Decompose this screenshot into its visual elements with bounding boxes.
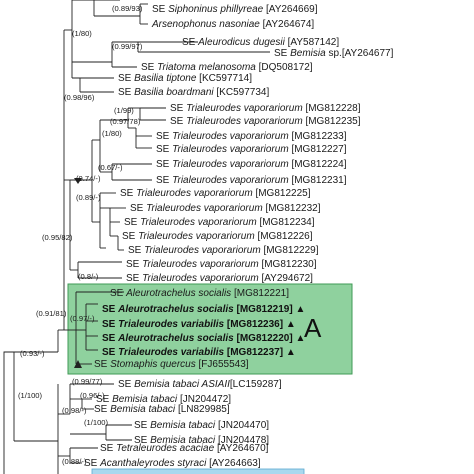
taxon-label-highlighted: SE Trialeurodes variabilis [MG812237] ▲: [102, 347, 296, 358]
taxon-label: SE Trialeurodes vaporariorum [MG812228]: [170, 103, 361, 114]
support-value: (1/100): [84, 418, 109, 427]
taxon-label-highlighted: SE Aleurotrachelus socialis [MG812220] ▲: [102, 333, 305, 344]
triangle-marker-icon: ▲: [295, 333, 305, 344]
support-value: (0.97/-): [70, 314, 95, 323]
next-clade-highlight: [91, 468, 305, 474]
taxon-label: SE Trialeurodes vaporariorum [AY294672]: [126, 273, 313, 284]
taxon-label: SE Tetraleurodes acaciae [AY264670]: [100, 443, 269, 454]
taxon-label: SE Basilia tiptone [KC597714]: [118, 73, 252, 84]
taxon-label: SE Bemisia tabaci [JN204472]: [96, 394, 231, 405]
taxon-label: SE Stomaphis quercus [FJ655543]: [94, 359, 249, 370]
taxon-label: SE Trialeurodes vaporariorum [MG812224]: [156, 159, 347, 170]
taxon-label: SE Acanthaleyrodes styraci [AY264663]: [84, 458, 261, 469]
tree-branches: [3, 0, 270, 474]
support-value: (1/100): [18, 391, 43, 400]
support-value: (0.74/-): [76, 174, 101, 183]
taxon-label: SE Trialeurodes vaporariorum [MG812235]: [170, 116, 361, 127]
taxon-label: SE Trialeurodes vaporariorum [MG812233]: [156, 131, 347, 142]
taxon-label-highlighted: SE Trialeurodes variabilis [MG812236] ▲: [102, 319, 296, 330]
support-value: (1/99): [114, 106, 134, 115]
support-values: (0.89/93) (0.99/97) (1/80) (0.98/96) (1/…: [18, 4, 143, 466]
support-value: (1/80): [102, 129, 122, 138]
taxon-label: Arsenophonus nasoniae [AY264674]: [151, 19, 314, 30]
support-value: (0.95/82): [42, 233, 73, 242]
taxon-label: SE Triatoma melanosoma [DQ508172]: [141, 62, 313, 73]
taxon-label: SE Aleurotrachelus socialis [MG812221]: [110, 288, 289, 299]
taxon-label-highlighted: SE Aleurotrachelus socialis [MG812219] ▲: [102, 304, 305, 315]
clade-a-label: A: [304, 313, 322, 343]
support-value: (0.8/-): [78, 272, 99, 281]
triangle-marker-icon: ▲: [286, 347, 296, 358]
taxon-label: SE Trialeurodes vaporariorum [MG812226]: [122, 231, 313, 242]
arrow-marker-icon: [74, 360, 82, 368]
taxon-label: SE Trialeurodes vaporariorum [MG812229]: [128, 245, 319, 256]
taxon-label: SE Trialeurodes vaporariorum [MG812230]: [126, 259, 317, 270]
taxon-label: SE Trialeurodes vaporariorum [MG812232]: [130, 203, 321, 214]
taxon-label: SE Bemisia tabaci [JN204470]: [134, 420, 269, 431]
taxon-label: SE Bemisia tabaci [JN204478]: [134, 435, 269, 446]
taxon-label: SE Basilia boardmani [KC597734]: [118, 87, 269, 98]
clade-a-highlight: [67, 283, 353, 375]
taxon-label: SE Trialeurodes vaporariorum [MG812231]: [156, 175, 347, 186]
taxon-label: SE Aleurodicus dugesii [AY587142]: [182, 37, 339, 48]
support-value: (0.88/-): [62, 457, 87, 466]
support-value: (0.89/-): [76, 193, 101, 202]
taxon-label: SE Bemisia sp.[AY264677]: [274, 48, 394, 59]
taxon-label: SE Bemisia tabaci [LN829985]: [94, 404, 230, 415]
taxon-label: SE Trialeurodes vaporariorum [MG812225]: [120, 188, 311, 199]
support-value: (0.99/97): [112, 42, 143, 51]
support-value: (0.99/77): [72, 377, 103, 386]
triangle-marker-icon: ▲: [286, 319, 296, 330]
taxon-label: SE Siphoninus phillyreae [AY264669]: [152, 4, 318, 15]
support-value: (0.97/78): [110, 117, 141, 126]
arrow-marker-icon: [74, 178, 82, 184]
taxon-label: SE Bemisia tabaci ASIAII[LC159287]: [118, 379, 282, 390]
support-value: (0.98/96): [64, 93, 95, 102]
support-value: (0.67/-): [98, 163, 123, 172]
taxon-labels: SE Siphoninus phillyreae [AY264669] Arse…: [84, 4, 394, 469]
triangle-marker-icon: ▲: [295, 304, 305, 315]
taxon-label: SE Trialeurodes vaporariorum [MG812234]: [124, 217, 315, 228]
support-value: (0.91/81): [36, 309, 67, 318]
taxon-label: SE Trialeurodes vaporariorum [MG812227]: [156, 144, 347, 155]
support-value: (1/80): [72, 29, 92, 38]
support-value: (0.98/-): [62, 406, 87, 415]
support-value: (0.93/-): [20, 349, 45, 358]
support-value: (0.89/93): [112, 4, 143, 13]
support-value: (0.96/-): [80, 391, 105, 400]
